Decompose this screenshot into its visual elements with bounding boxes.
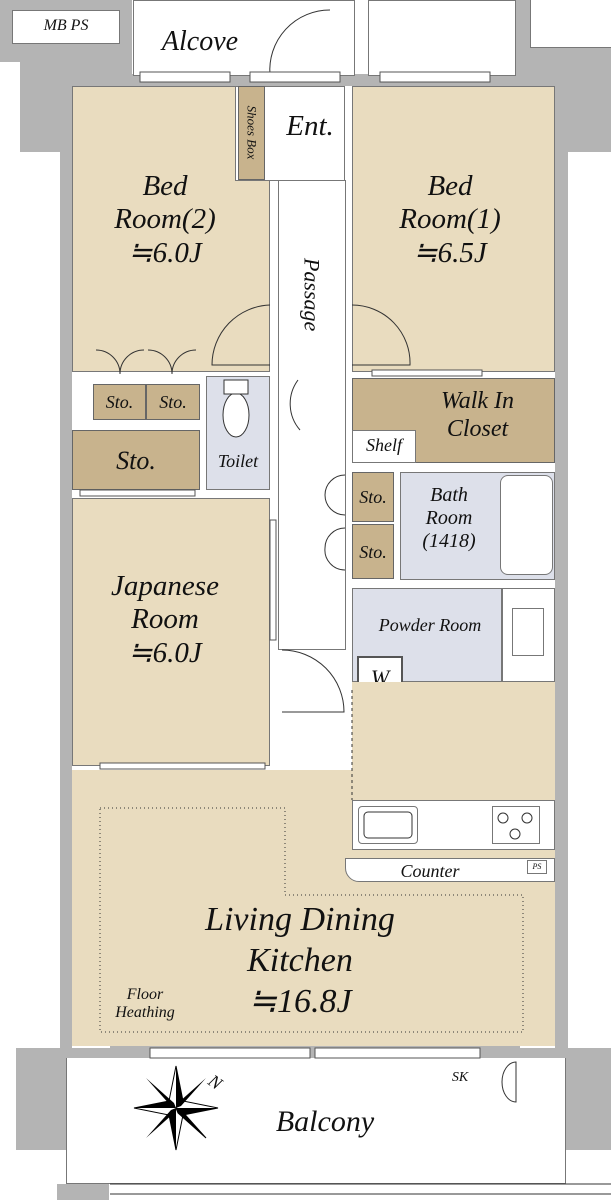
balcony-label: Balcony [275, 1105, 375, 1138]
counter-label: Counter [400, 861, 460, 881]
wall-left [60, 140, 72, 1050]
storage-right-1-label: Sto. [359, 487, 387, 507]
passage [278, 180, 346, 650]
storage-small-2-label: Sto. [159, 392, 187, 412]
door-swing-bedroom2 [211, 304, 271, 366]
ps-kitchen-label: PS [532, 862, 542, 871]
alcove [133, 0, 355, 76]
toilet-tank [223, 379, 249, 395]
shoes-box [238, 86, 265, 180]
storage-small-2 [146, 384, 200, 420]
stove [492, 806, 540, 844]
japanese-room [72, 498, 270, 766]
door-swing-toilet [289, 379, 301, 431]
kitchen-area [352, 682, 555, 782]
door-swing-storage1 [95, 349, 145, 375]
entrance-label: Ent. [286, 110, 334, 142]
floor-heating-boundary [99, 807, 524, 1033]
windows [79, 71, 491, 1059]
wall-right [555, 140, 568, 1050]
top-right-space [368, 0, 516, 76]
balcony-rail-post [57, 1184, 109, 1200]
storage-right-2-label: Sto. [359, 542, 387, 562]
toilet-label: Toilet [217, 451, 259, 471]
bedroom-1 [352, 86, 555, 372]
storage-large-label: Sto. [116, 446, 156, 475]
mb-ps [12, 10, 120, 44]
bathtub [500, 475, 553, 575]
door-swing-japanese [281, 649, 345, 713]
powder-room-label: Powder Room [378, 615, 482, 635]
ps-kitchen [527, 860, 547, 874]
storage-small-1 [93, 384, 146, 420]
door-swing-entrance [269, 9, 331, 76]
washbasin [512, 608, 544, 656]
compass-icon [133, 1065, 219, 1151]
counter [345, 858, 555, 882]
storage-small-1-label: Sto. [105, 392, 134, 412]
balcony-rail [110, 1183, 611, 1195]
mb-ps-label: MB PS [43, 17, 89, 34]
door-swing-storage2 [147, 349, 197, 375]
sk-label: SK [451, 1070, 469, 1085]
sink-basin [363, 811, 413, 839]
floor-heating-zone [100, 808, 285, 888]
door-swing-storage-right [324, 474, 346, 571]
toilet-bowl [222, 392, 250, 438]
wall-top-right-notch [530, 0, 611, 48]
sk-sink [501, 1061, 517, 1103]
storage-right-2 [352, 524, 394, 579]
shelf-label: Shelf [366, 435, 402, 455]
storage-right-1 [352, 472, 394, 522]
powder-room [352, 588, 502, 682]
stove-burner [497, 812, 509, 824]
door-swing-bedroom1 [351, 304, 411, 366]
alcove-label: Alcove [161, 26, 239, 57]
shelf [352, 430, 416, 463]
